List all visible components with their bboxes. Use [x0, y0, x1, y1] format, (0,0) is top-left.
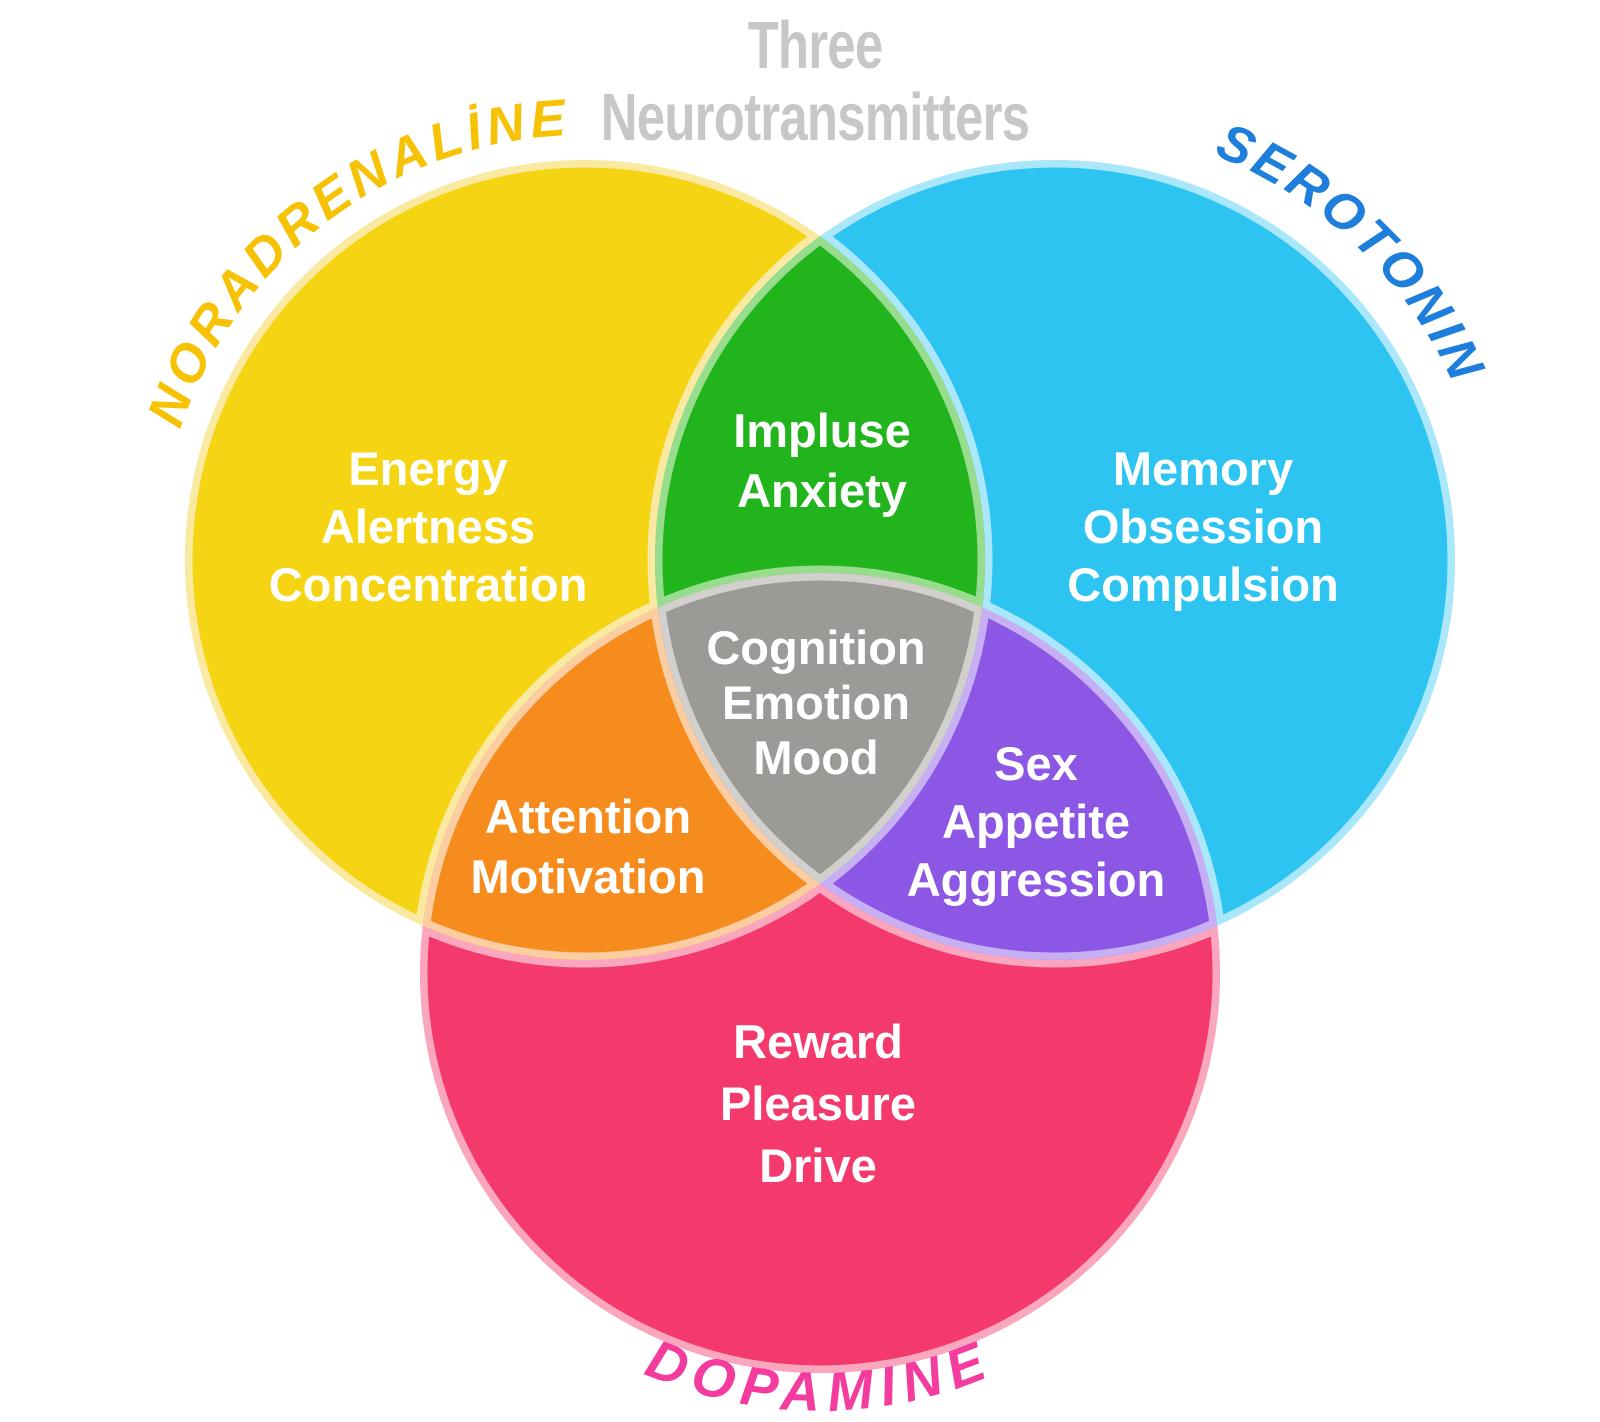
noradrenaline-item-1: Energy [348, 442, 507, 495]
serotonin-items: Memory Obsession Compulsion [1067, 442, 1339, 611]
purple-item-1: Sex [994, 737, 1078, 790]
overlap-serotonin-dopamine [655, 573, 1220, 960]
serotonin-item-1: Memory [1113, 442, 1293, 495]
purple-item-3: Aggression [907, 853, 1166, 906]
noradrenaline-serotonin-items: Impluse Anxiety [733, 404, 911, 517]
dopamine-items: Reward Pleasure Drive [720, 1015, 916, 1192]
purple-item-2: Appetite [942, 795, 1130, 848]
green-item-2: Anxiety [737, 464, 907, 517]
dopamine-item-1: Reward [733, 1015, 903, 1068]
overlap-purple-fill [655, 573, 1220, 960]
green-item-1: Impluse [733, 404, 911, 457]
center-item-2: Emotion [722, 676, 910, 729]
noradrenaline-dopamine-items: Attention Motivation [471, 790, 706, 903]
overlap-noradrenaline-dopamine [420, 573, 985, 960]
title-line-1: Three [748, 7, 883, 82]
dopamine-item-2: Pleasure [720, 1077, 916, 1130]
overlap-orange-fill [420, 573, 985, 960]
orange-item-1: Attention [485, 790, 691, 843]
noradrenaline-item-2: Alertness [321, 500, 535, 553]
center-items: Cognition Emotion Mood [706, 621, 925, 784]
title-line-2: Neurotransmitters [601, 79, 1029, 154]
orange-item-2: Motivation [471, 850, 706, 903]
dopamine-item-3: Drive [759, 1139, 877, 1192]
diagram-title: Three Neurotransmitters [601, 7, 1030, 154]
serotonin-item-2: Obsession [1083, 500, 1323, 553]
serotonin-item-3: Compulsion [1067, 558, 1339, 611]
noradrenaline-item-3: Concentration [269, 558, 588, 611]
center-item-3: Mood [753, 731, 878, 784]
serotonin-dopamine-items: Sex Appetite Aggression [907, 737, 1166, 906]
center-item-1: Cognition [706, 621, 925, 674]
noradrenaline-items: Energy Alertness Concentration [269, 442, 588, 611]
